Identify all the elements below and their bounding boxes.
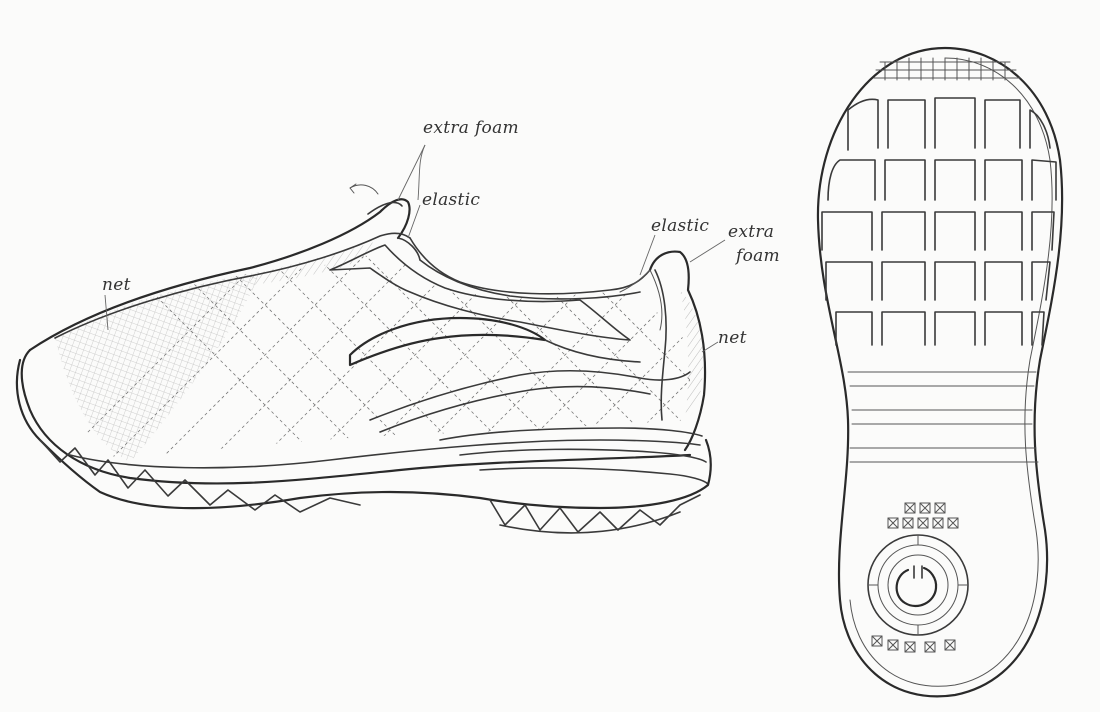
- label-extra-foam-top: extra foam: [423, 118, 519, 138]
- leader-net-left: [104, 294, 109, 331]
- leader-lines: [104, 144, 726, 353]
- waist-wave-1: [369, 369, 691, 421]
- outsole: [15, 358, 712, 510]
- sole-bottom-view: [816, 46, 1064, 698]
- midsole-line-2: [439, 427, 703, 441]
- sole-outline: [816, 46, 1064, 698]
- midsole-line-3: [459, 448, 707, 463]
- heel-counter: [648, 250, 707, 452]
- midsole-line-1: [69, 439, 701, 469]
- forefoot-lugs: [821, 97, 1057, 346]
- heel-studs-bottom: [871, 635, 956, 653]
- leader-extra-foam-top: [397, 144, 426, 201]
- label-elastic-top: elastic: [422, 190, 481, 210]
- leader-extra-foam-top-2: [417, 144, 426, 201]
- label-net-right: net: [718, 328, 747, 348]
- heel-lugs: [489, 494, 701, 533]
- toe-net-hatch: [55, 272, 260, 462]
- label-net-left: net: [102, 275, 131, 295]
- label-elastic-right: elastic: [651, 216, 710, 236]
- heel-counter-inner: [654, 269, 667, 421]
- upper-top-edge-inner: [419, 259, 641, 300]
- heel-lug-base: [499, 511, 681, 534]
- collar-arrow-head: [349, 183, 357, 194]
- outsole-lugs: [39, 439, 361, 513]
- heel-elastic: [619, 269, 663, 331]
- side-swoosh-tail: [544, 339, 641, 363]
- leader-extra-foam-right: [689, 239, 726, 263]
- sole-inner-outline: [849, 57, 1053, 687]
- elastic-gore-front: [397, 237, 421, 261]
- collar-tongue-fold: [367, 201, 403, 215]
- heel-studs-top: [887, 502, 959, 529]
- heel-logo: [867, 534, 969, 636]
- collar-inner: [54, 232, 411, 339]
- heel-net-hatch: [680, 290, 704, 420]
- shoe-outline-upper: [20, 348, 692, 485]
- label-foam-right: foam: [736, 246, 780, 266]
- midfoot-bands: [847, 371, 1039, 463]
- side-swoosh: [348, 316, 547, 367]
- leader-elastic-right: [639, 234, 656, 276]
- leader-elastic-top: [407, 204, 421, 239]
- collar-top: [28, 198, 411, 352]
- waist-wave-2: [379, 385, 651, 433]
- shoe-side-view: [15, 183, 712, 534]
- collar-hatch: [250, 240, 380, 285]
- upper-top-edge: [409, 237, 651, 295]
- label-extra-right: extra: [728, 222, 775, 242]
- midsole-line-4: [479, 467, 709, 485]
- toe-grid: [873, 57, 1021, 81]
- chevron-band: [329, 244, 631, 341]
- leader-net-right: [701, 341, 719, 353]
